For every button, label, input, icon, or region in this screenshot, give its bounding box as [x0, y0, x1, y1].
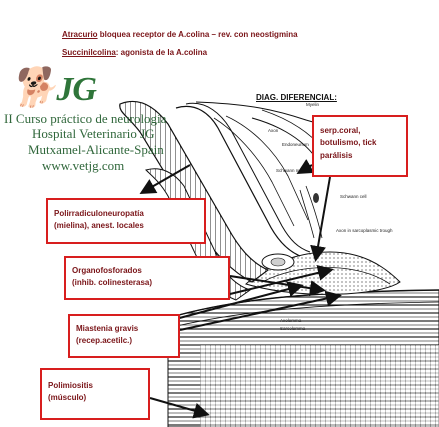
box-polim-line-2: (músculo)	[48, 393, 87, 403]
watermark-line-3: Mutxamel-Alicante-Spain	[28, 142, 164, 157]
box-miast-line-2: (recep.acetilc.)	[76, 336, 133, 346]
box-organo-line-2: (inhib. colinesterasa)	[72, 278, 153, 288]
label-sarcolemma: Sarcolemma	[280, 326, 306, 331]
label-axolemma: Axolemma	[280, 318, 302, 323]
box-organofosforados: Organofosforados (inhib. colinesterasa)	[64, 256, 230, 300]
dog-silhouette-icon: 🐕	[10, 67, 57, 109]
header-term-atracurio: Atracurio	[62, 30, 98, 39]
watermark-logo-text: JG	[56, 71, 97, 108]
header-line2-rest: : agonista de la A.colina	[115, 48, 208, 57]
box-poli-line-2: (mielina), anest. locales	[54, 221, 144, 231]
watermark-line-4: www.vetjg.com	[42, 158, 125, 173]
box-serp-coral: serp.coral, botulismo, tick parálisis	[312, 115, 408, 177]
watermark-line-1: II Curso práctico de neurología	[4, 111, 167, 126]
pointer-arrows	[139, 159, 342, 419]
arrow-serp-endplate	[310, 176, 331, 262]
diag-diferencial-title: DIAG. DIFERENCIAL:	[256, 93, 337, 102]
box-serp-line-3: parálisis	[320, 150, 353, 160]
watermark-line-2: Hospital Veterinario JG	[32, 126, 155, 141]
motor-endplate	[245, 251, 401, 295]
arrow-poli	[139, 164, 191, 194]
watermark-logo: 🐕JG	[10, 66, 97, 110]
arrow-organo-2	[229, 265, 334, 295]
header-line-atracurio: Atracurio bloquea receptor de A.colina –…	[62, 30, 298, 39]
label-schwann-cell: Schwann cell	[340, 194, 367, 199]
header-line-succinilcolina: Succinilcolina: agonista de la A.colina	[62, 48, 207, 57]
label-myelin: Myelin	[306, 102, 320, 107]
arrow-miast-2	[171, 281, 304, 321]
box-polimiositis: Polimiositis (músculo)	[40, 368, 150, 420]
box-serp-line-1: serp.coral,	[320, 126, 361, 135]
label-axon-sarcoplasmic: Axon in sarcoplasmic trough	[336, 228, 393, 233]
box-miast-line-1: Miastenia gravis	[76, 324, 139, 333]
arrow-polim	[149, 397, 210, 419]
label-endoneurium: Endoneurium	[282, 142, 309, 147]
box-poli-line-1: Polirradiculoneuropatía	[54, 209, 144, 218]
label-axon: Axon	[268, 128, 279, 133]
arrow-serp	[296, 159, 315, 175]
muscle-fiber	[167, 289, 439, 427]
header-line1-rest: bloquea receptor de A.colina – rev. con …	[97, 30, 298, 39]
box-polirradiculoneuropatia: Polirradiculoneuropatía (mielina), anest…	[46, 198, 206, 244]
box-polim-line-1: Polimiositis	[48, 381, 93, 390]
box-serp-line-2: botulismo, tick	[320, 138, 377, 148]
arrow-miast-1	[179, 290, 342, 331]
header-term-succinilcolina: Succinilcolina	[62, 48, 116, 57]
label-schwann-nucleus: Schwann nucleus	[276, 168, 312, 173]
box-miastenia-gravis: Miastenia gravis (recep.acetilc.)	[68, 314, 180, 358]
box-organo-line-1: Organofosforados	[72, 266, 142, 275]
